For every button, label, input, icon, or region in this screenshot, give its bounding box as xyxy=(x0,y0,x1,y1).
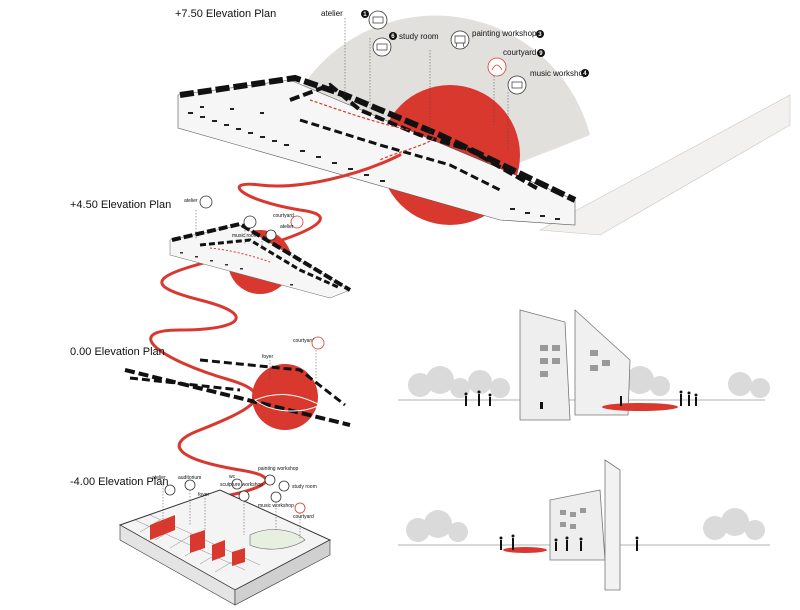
plan-000-title: 0.00 Elevation Plan xyxy=(70,346,165,358)
badge-study-num: 6 xyxy=(391,34,395,40)
badge-study-room xyxy=(389,32,397,40)
red-ribbon xyxy=(149,153,402,500)
callout-study-room: 6 study room xyxy=(369,32,439,110)
label-450-atelier: atelier xyxy=(184,198,198,204)
atelier2-icon-450 xyxy=(265,229,277,241)
plan-450-title: +4.50 Elevation Plan xyxy=(70,199,171,211)
label-450-music-room: music room xyxy=(232,233,258,239)
plan-750-title: +7.50 Elevation Plan xyxy=(175,8,276,20)
auditorium-icon xyxy=(184,479,196,491)
label-m400-sculpture: sculpture workshop xyxy=(220,482,263,488)
callout-painting: painting workshop 3 xyxy=(429,29,544,140)
easel-icon xyxy=(450,30,470,50)
label-m400-atelier: atelier xyxy=(152,475,166,481)
courtyard-icon xyxy=(487,57,507,77)
label-m400-courtyard: courtyard xyxy=(293,514,314,520)
badge-painting xyxy=(536,30,544,38)
plan-m400-drawing xyxy=(118,489,332,606)
section-lower xyxy=(398,459,770,591)
red-route xyxy=(309,99,435,161)
label-m400-painting: painting workshop xyxy=(258,466,299,472)
badge-courtyard-num: 9 xyxy=(539,51,543,57)
plan-000-drawing xyxy=(124,358,351,430)
label-atelier: atelier xyxy=(321,9,343,18)
badge-music xyxy=(581,69,589,77)
music-icon-m400 xyxy=(270,491,282,503)
badge-painting-num: 3 xyxy=(538,32,542,38)
facade-windows xyxy=(188,106,560,220)
label-m400-study: study room xyxy=(292,484,317,490)
label-music: music workshop xyxy=(530,69,588,78)
plan-450-callouts: atelier music room courtyard atelier xyxy=(184,195,304,250)
callout-courtyard: courtyard 9 xyxy=(487,48,545,125)
label-000-courtyard: courtyard xyxy=(293,338,314,344)
label-m400-foyer: foyer xyxy=(198,492,209,498)
atelier-icon xyxy=(368,10,388,30)
badge-atelier xyxy=(361,10,369,18)
plan-450-drawing xyxy=(169,221,352,299)
callout-atelier: atelier 1 xyxy=(321,9,388,95)
courtyard-icon-000 xyxy=(311,336,325,350)
sculpture-icon xyxy=(238,490,250,502)
study-icon-450 xyxy=(243,215,257,229)
label-450-courtyard: courtyard xyxy=(273,213,294,219)
study-icon-m400 xyxy=(278,480,290,492)
study-room-icon xyxy=(372,37,392,57)
badge-courtyard xyxy=(537,49,545,57)
label-m400-auditorium: auditorium xyxy=(178,475,201,481)
courtyard-icon-450 xyxy=(290,215,304,229)
label-painting: painting workshop xyxy=(472,29,537,38)
badge-atelier-num: 1 xyxy=(363,12,367,18)
section-upper xyxy=(398,309,770,421)
label-450-atelier2: atelier xyxy=(280,224,294,230)
inner-wall-2 xyxy=(299,118,501,192)
wc-icon xyxy=(231,478,243,490)
plan-m400-title: -4.00 Elevation Plan xyxy=(70,476,168,488)
ground-plane xyxy=(538,94,791,236)
plan-000-callouts: foyer courtyard xyxy=(262,336,325,380)
courtyard-icon-m400 xyxy=(294,502,306,514)
label-courtyard: courtyard xyxy=(503,48,536,57)
music-icon xyxy=(507,75,527,95)
badge-music-num: 4 xyxy=(583,71,587,77)
atelier-icon-m400 xyxy=(164,484,176,496)
atelier-icon-450 xyxy=(199,195,213,209)
label-m400-wc: wc xyxy=(229,474,236,480)
label-study-room: study room xyxy=(399,32,439,41)
easel-icon-m400 xyxy=(264,474,276,486)
plan-m400-callouts: atelier auditorium foyer wc sculpture wo… xyxy=(152,466,317,538)
plan-750-drawing xyxy=(177,15,791,236)
inner-wall xyxy=(289,82,541,192)
callout-music: music workshop 4 xyxy=(507,69,589,150)
label-000-foyer: foyer xyxy=(262,354,273,360)
